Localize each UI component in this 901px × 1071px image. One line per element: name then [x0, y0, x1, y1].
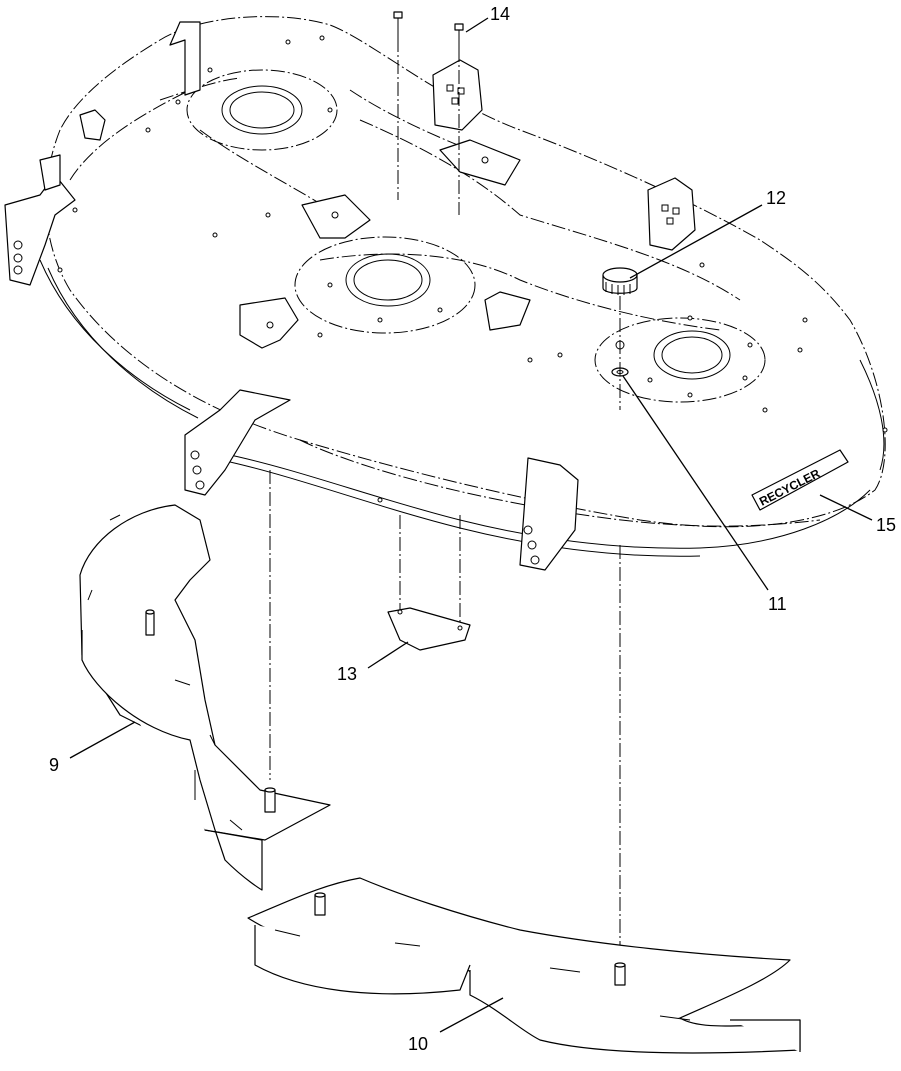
- rear-right-brackets: [432, 59, 696, 251]
- bolts-part-14: [393, 11, 464, 48]
- left-height-bracket: [4, 154, 76, 286]
- callouts: 14 12 11 15 13 9 10: [49, 4, 896, 1054]
- spindle-openings: [186, 69, 766, 403]
- leader-lines: [69, 17, 873, 1033]
- deck-brackets: [239, 139, 531, 349]
- baffle-part-10: [247, 877, 801, 1054]
- callout-15: 15: [876, 515, 896, 535]
- callout-9: 9: [49, 755, 59, 775]
- callout-11: 11: [768, 594, 787, 614]
- front-right-bracket: [519, 457, 579, 571]
- callout-14: 14: [490, 4, 510, 24]
- callout-10: 10: [408, 1034, 428, 1054]
- callout-12: 12: [766, 188, 786, 208]
- callout-13: 13: [337, 664, 357, 684]
- baffle-part-9: [79, 504, 331, 891]
- knob-part-12: [602, 267, 638, 295]
- deck-holes: [57, 35, 888, 503]
- left-rear-bracket: [79, 21, 201, 141]
- front-left-bracket: [184, 389, 291, 496]
- assembly-lines: [269, 38, 621, 965]
- baffle-part-13: [387, 607, 471, 651]
